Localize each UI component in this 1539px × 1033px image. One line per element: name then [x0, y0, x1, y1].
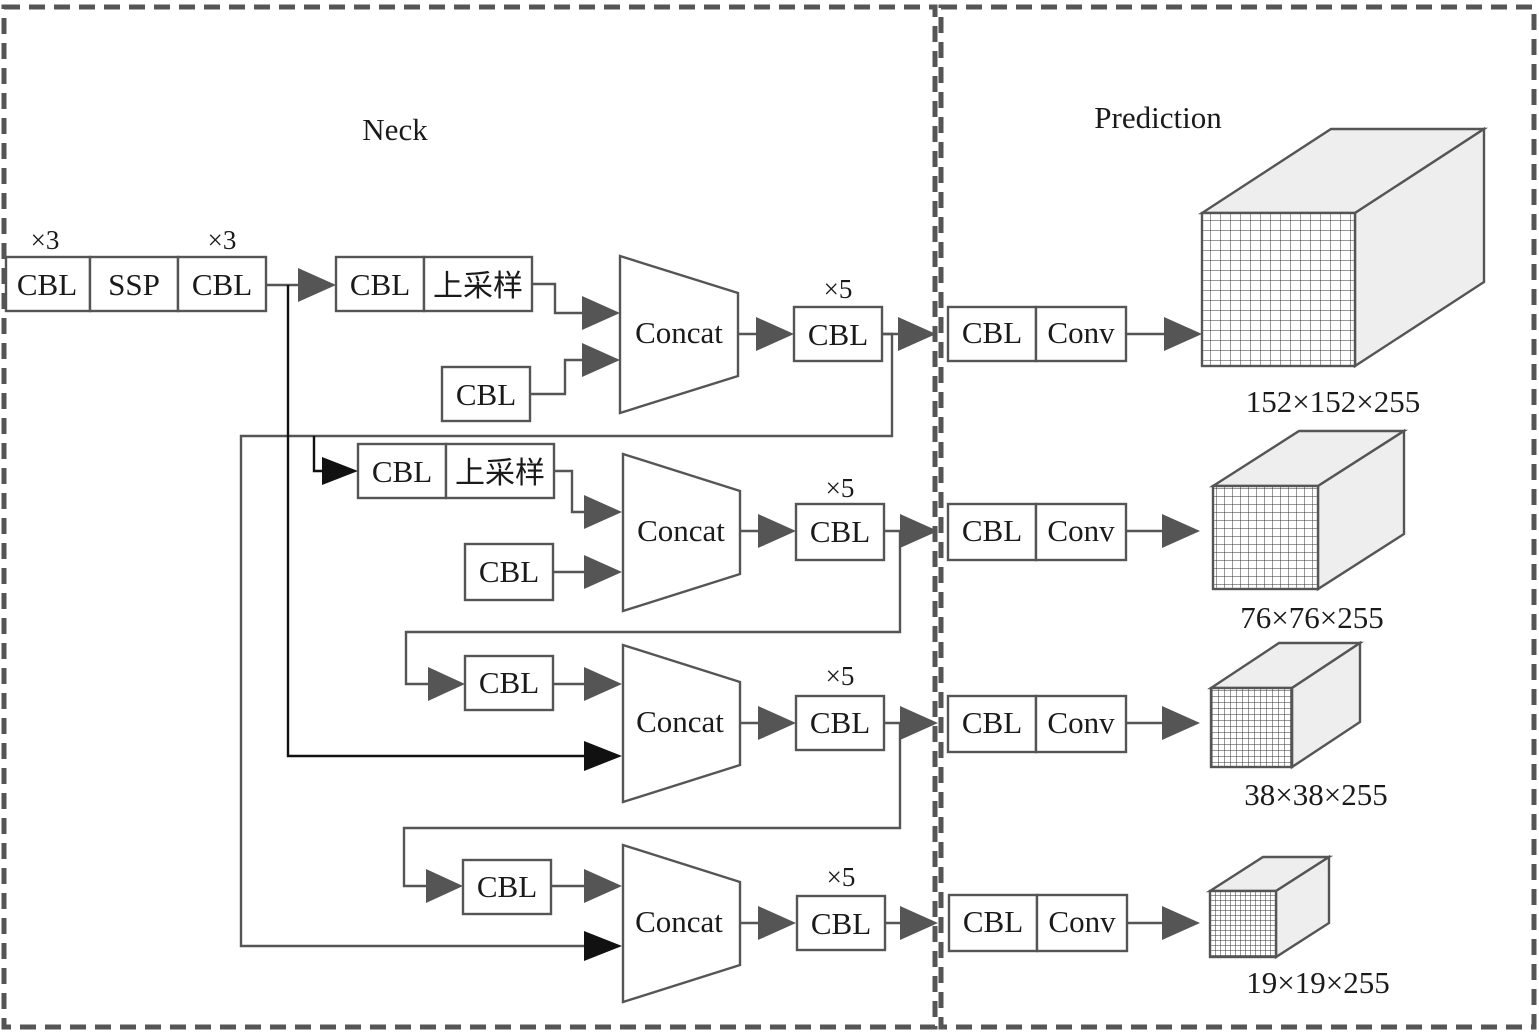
row-2: CBL 上采样 CBL Concat CBL ×5 [356, 442, 886, 613]
head2-cbl-label: CBL [962, 513, 1022, 548]
row-3: CBL Concat CBL ×5 [463, 643, 886, 804]
top-cbl-b-label: CBL [192, 267, 252, 302]
output-cube-2 [1208, 428, 1409, 592]
row4-x5: ×5 [827, 862, 856, 892]
top-mult-a: ×3 [31, 225, 60, 255]
row1-side-cbl-label: CBL [456, 377, 516, 412]
skip-connections [286, 285, 622, 961]
row3-concat-label: Concat [636, 704, 724, 739]
head3-conv-label: Conv [1047, 705, 1115, 740]
neck-section-border [1, 4, 938, 1030]
row3-cbl-label: CBL [479, 665, 539, 700]
head2-conv-label: Conv [1047, 513, 1115, 548]
row3-cbl5-label: CBL [810, 705, 870, 740]
output-size-1: 152×152×255 [1246, 384, 1420, 419]
row2-concat-label: Concat [637, 513, 725, 548]
head4-conv-label: Conv [1048, 904, 1116, 939]
output-cube-4 [1205, 854, 1334, 960]
row1-cbl5-label: CBL [808, 317, 868, 352]
head3-cbl-label: CBL [962, 705, 1022, 740]
head4-cbl-label: CBL [963, 904, 1023, 939]
top-cbl-a-label: CBL [17, 267, 77, 302]
output-cube-1 [1197, 126, 1489, 369]
head1-conv-label: Conv [1047, 315, 1115, 350]
output-size-4: 19×19×255 [1246, 965, 1389, 1000]
prediction-head-2: CBL Conv [946, 502, 1128, 562]
output-cube-3 [1207, 640, 1364, 770]
row1-x5: ×5 [824, 274, 853, 304]
row4-cbl5-label: CBL [811, 906, 871, 941]
row4-concat-label: Concat [635, 904, 723, 939]
prediction-head-4: CBL Conv [947, 893, 1129, 953]
output-size-2: 76×76×255 [1240, 600, 1383, 635]
prediction-head-1: CBL Conv [946, 305, 1128, 363]
neck-title: Neck [362, 112, 428, 147]
row3-x5: ×5 [826, 661, 855, 691]
row2-side-cbl-label: CBL [479, 554, 539, 589]
row2-cbl-label: CBL [372, 454, 432, 489]
row-1: CBL 上采样 CBL Concat CBL ×5 [334, 254, 884, 423]
row1-cbl-label: CBL [350, 267, 410, 302]
top-mult-b: ×3 [208, 225, 237, 255]
row2-cbl5-label: CBL [810, 514, 870, 549]
row1-upsample-label: 上采样 [433, 270, 523, 303]
row4-cbl-label: CBL [477, 869, 537, 904]
row2-x5: ×5 [826, 473, 855, 503]
top-chain: CBL SSP CBL ×3 ×3 [4, 225, 268, 313]
connectors [239, 268, 1202, 948]
head1-cbl-label: CBL [962, 315, 1022, 350]
row2-upsample-label: 上采样 [455, 457, 545, 490]
row-4: CBL Concat CBL ×5 [461, 843, 887, 1004]
prediction-head-3: CBL Conv [946, 694, 1128, 754]
row1-concat-label: Concat [635, 315, 723, 350]
output-size-3: 38×38×255 [1244, 777, 1387, 812]
prediction-title: Prediction [1094, 100, 1222, 135]
top-ssp-label: SSP [108, 267, 160, 302]
prediction-section-border [938, 4, 1537, 1030]
